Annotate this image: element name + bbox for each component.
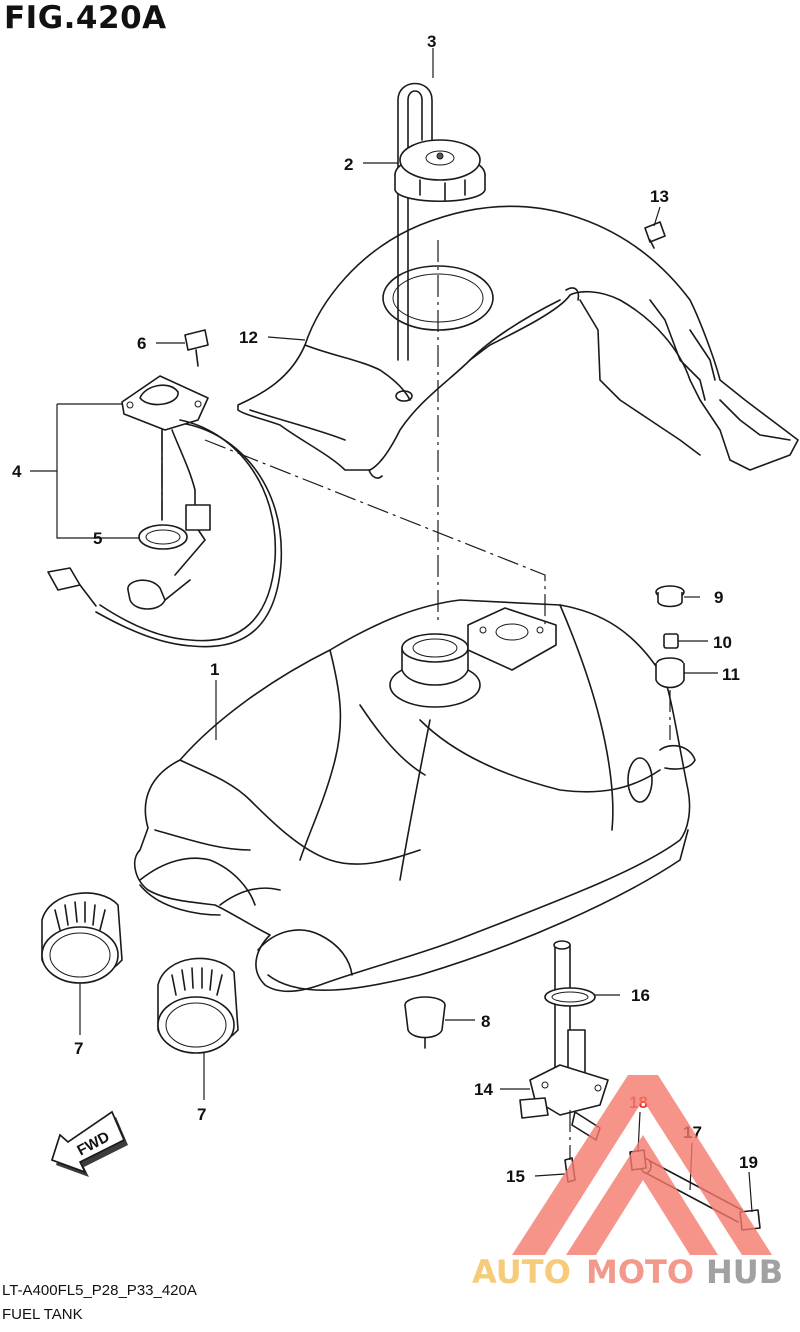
bolt-13-part <box>644 221 666 249</box>
callout-1: 1 <box>210 660 219 679</box>
callout-4: 4 <box>12 462 22 481</box>
leader-lines <box>30 48 753 1213</box>
tank-band-part-b <box>157 957 239 1054</box>
callout-19: 19 <box>739 1153 758 1172</box>
callout-16: 16 <box>631 986 650 1005</box>
fuel-cock-part <box>519 940 609 1141</box>
cushion-8-part <box>404 996 446 1049</box>
watermark-text-auto: AUTO <box>472 1253 571 1291</box>
tank-cover-part <box>237 205 799 479</box>
callout-3: 3 <box>427 32 436 51</box>
figure-code: LT-A400FL5_P28_P33_420A <box>2 1282 197 1299</box>
collar-10-part <box>663 633 679 649</box>
o-ring-5-part <box>138 524 188 550</box>
callout-5: 5 <box>93 529 102 548</box>
callout-8: 8 <box>481 1012 490 1031</box>
callout-6: 6 <box>137 334 146 353</box>
alignment-lines <box>161 240 671 1160</box>
fuel-pump-assy-part <box>47 375 283 648</box>
watermark-text-moto: MOTO <box>586 1253 694 1291</box>
callout-13: 13 <box>650 187 669 206</box>
callout-15: 15 <box>506 1167 525 1186</box>
callout-7b: 7 <box>197 1105 206 1124</box>
bolt-9-part <box>655 585 685 608</box>
callout-14: 14 <box>474 1080 493 1099</box>
watermark-text-hub: HUB <box>706 1253 783 1291</box>
figure-name: FUEL TANK <box>2 1306 83 1323</box>
callout-12: 12 <box>239 328 258 347</box>
watermark-logo: AUTO MOTO HUB <box>472 1075 783 1291</box>
grommet-11-part <box>655 657 685 689</box>
fuel-tank-part <box>133 599 696 993</box>
forward-arrow-icon: FWD <box>51 1110 128 1177</box>
callout-numbers: 1 2 3 4 5 6 7 7 8 9 10 11 12 13 14 15 16… <box>12 32 758 1186</box>
bolt-6-part <box>184 329 209 367</box>
callout-10: 10 <box>713 633 732 652</box>
fuel-cap-part <box>394 82 486 361</box>
callout-9: 9 <box>714 588 723 607</box>
callout-11: 11 <box>722 665 740 684</box>
figure-title: FIG.420A <box>4 0 167 36</box>
callout-7a: 7 <box>74 1039 83 1058</box>
tank-band-part-a <box>41 892 123 984</box>
callout-2: 2 <box>344 155 353 174</box>
